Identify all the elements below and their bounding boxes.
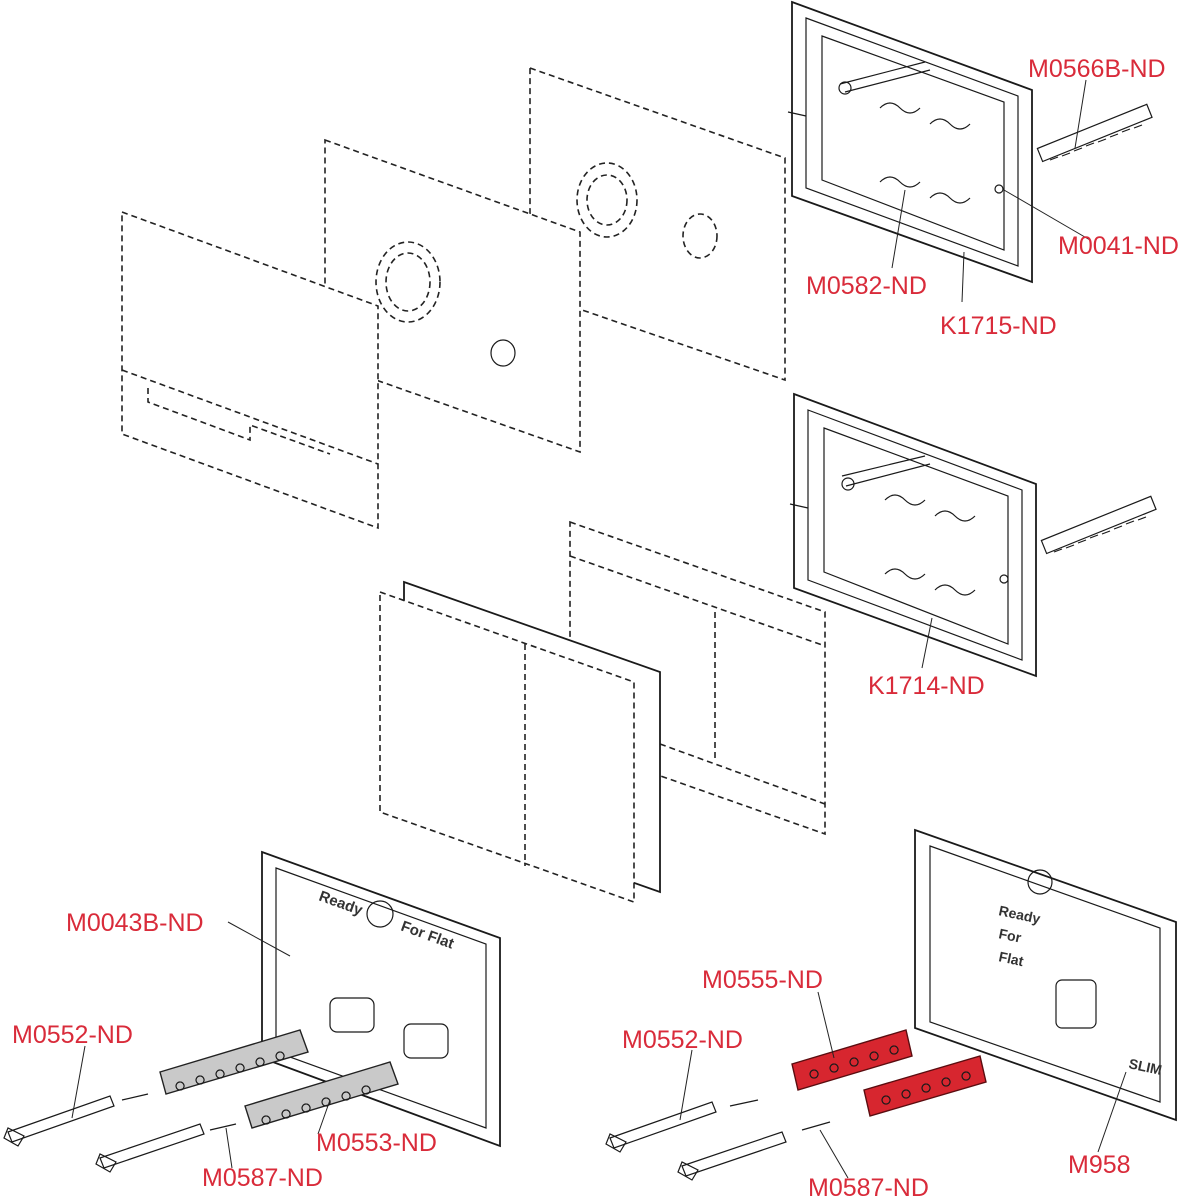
anchor-rod-lower [1040,495,1157,555]
mounting-frame-upper [787,0,1033,284]
label-m0566b: M0566B-ND [1028,55,1166,83]
dual-button-plate-front [379,580,661,904]
screw-anchor-left-b [95,1123,205,1173]
frame-text-r-for: For [997,925,1023,945]
mounting-frame-lower [789,392,1037,678]
label-m0043b: M0043B-ND [66,909,204,937]
label-m0587-right: M0587-ND [808,1174,929,1200]
screw-anchor-left-a [3,1095,115,1147]
screw-anchor-right-b [677,1131,787,1181]
cover-plate-front [121,210,379,530]
label-m0041: M0041-ND [1058,232,1179,260]
ready-for-flat-frame-left: Ready For Flat [261,850,501,1148]
anchor-holder-m0555-b [863,1055,987,1117]
screw-m0587-right [729,1099,831,1131]
frame-text-slim: SLIM [1127,1055,1163,1078]
label-k1715: K1715-ND [940,312,1057,340]
label-m0587-left: M0587-ND [202,1164,323,1192]
screw-anchor-right-a [605,1101,717,1153]
label-m0553: M0553-ND [316,1129,437,1157]
label-k1714: K1714-ND [868,672,985,700]
label-m0582: M0582-ND [806,272,927,300]
label-m0552-left: M0552-ND [12,1021,133,1049]
label-m0555: M0555-ND [702,966,823,994]
leader-lines [71,79,1127,1179]
frame-text-r-flat: Flat [997,948,1025,969]
anchor-holder-m0553-a [159,1029,309,1095]
label-m958: M958 [1068,1151,1131,1179]
screw-m0587-left [121,1093,237,1131]
label-m0552-right: M0552-ND [622,1026,743,1054]
ready-for-flat-slim-frame: Ready For Flat SLIM [914,828,1177,1122]
cover-plate-rear [529,66,786,382]
anchor-holder-m0555-a [791,1029,913,1091]
anchor-rod-m0566b [1036,103,1153,163]
anchor-holder-m0553-b [244,1061,399,1129]
